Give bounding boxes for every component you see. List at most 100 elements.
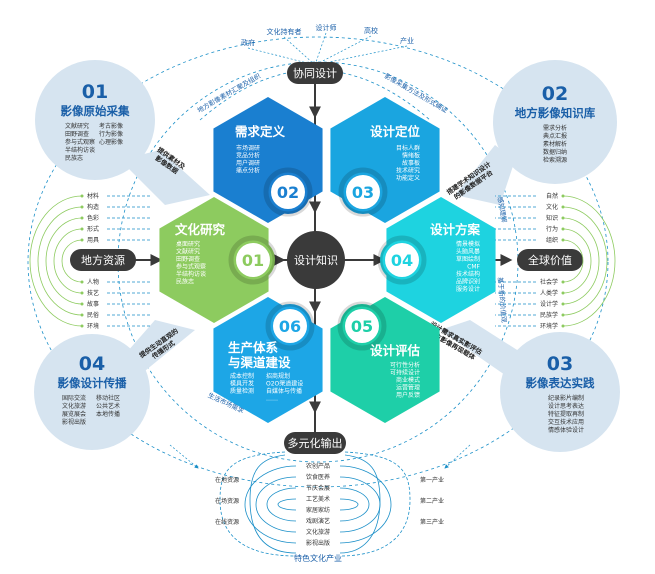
circle-item: 心理影像	[99, 138, 123, 146]
arc-label: 基于新的价值观	[496, 277, 509, 324]
step-number: 04	[391, 251, 413, 270]
circle-item: 需求分析	[543, 124, 567, 132]
output-industry-item: 饮食医养	[306, 473, 330, 481]
hex-item: 情景模拟	[456, 240, 480, 248]
circle-item: 展览展会	[62, 410, 86, 418]
step-badge	[345, 309, 379, 343]
circle-item: 田野调查	[65, 130, 89, 138]
resource-item: 用具	[87, 237, 99, 244]
output-sector-item: 第二产业	[420, 497, 444, 505]
hex-item: 品牌识别	[456, 278, 480, 286]
hex-step-04	[386, 197, 496, 323]
center-label: 设计知识	[294, 253, 338, 267]
arc-label: 感知理解	[496, 196, 509, 224]
output-resource-item: 在场资源	[215, 497, 239, 505]
hex-item: 头脑风暴	[456, 248, 480, 256]
hex-item: 草图绘制	[456, 255, 480, 263]
circle-item: 情感体验设计	[548, 426, 584, 434]
output-resource-item: 在线资源	[215, 518, 239, 526]
step-number: 02	[277, 183, 299, 202]
step-badge	[273, 309, 307, 343]
global-value-node-label: 全球价值	[528, 253, 572, 267]
module-circle-02	[493, 60, 617, 184]
hex-item: 文献研究	[176, 248, 200, 256]
hex-item: 成本控制	[230, 372, 254, 380]
resource-item: 环境	[87, 322, 99, 330]
hex-item: 半结构访谈	[176, 270, 206, 278]
stakeholder-label: 设计师	[316, 23, 337, 32]
hex-item: 目标人群	[396, 144, 420, 152]
resource-item: 构造	[87, 203, 99, 211]
arrow-shape	[440, 320, 525, 375]
output-industry-item: 家居家纺	[306, 506, 330, 514]
resource-item: 民俗	[87, 311, 99, 319]
hex-item: 商业模式	[396, 376, 420, 384]
hex-item: 用户反馈	[396, 391, 420, 399]
hex-item: 自媒体与传播	[266, 387, 302, 395]
module-circle-03	[500, 332, 620, 452]
step-badge	[236, 243, 270, 277]
hex-item: 服务设计	[456, 285, 480, 293]
resource-item: 色彩	[87, 214, 99, 222]
circle-number: 03	[547, 353, 573, 375]
circle-item: 影视出版	[62, 418, 86, 426]
circle-title: 地方影像知识库	[515, 106, 596, 120]
circle-item: 文化旅游	[62, 402, 86, 410]
circle-item: 素材解析	[543, 140, 567, 148]
circle-item: 本地传播	[96, 410, 120, 418]
resource-item: 材料	[87, 192, 99, 200]
resource-item: 技艺	[87, 289, 99, 297]
hex-item: 可行性分析	[390, 361, 420, 369]
stakeholder-label: 文化持有者	[267, 27, 302, 36]
hex-item: ……	[266, 396, 278, 403]
circle-number: 02	[542, 83, 568, 105]
resource-item: 自然	[546, 192, 558, 200]
resource-item: 形式	[87, 225, 99, 233]
collab-design-node-label: 协同设计	[293, 66, 337, 80]
stakeholder-label: 政府	[241, 38, 255, 47]
hex-title: 设计评估	[370, 343, 421, 358]
hex-item: 技术结构	[456, 270, 480, 278]
circle-title: 影像原始采集	[61, 104, 130, 118]
output-industry-item: 戏剧演艺	[306, 517, 330, 525]
resource-item: 社会学	[540, 278, 558, 286]
hex-item: O2O渠道建设	[266, 380, 303, 388]
circle-item: 数据归纳	[543, 148, 567, 156]
resource-item: 故事	[87, 300, 99, 308]
circle-title: 影像设计传播	[58, 376, 127, 390]
output-node	[284, 432, 346, 454]
hex-item: 故事板	[402, 159, 420, 167]
module-circle-04	[34, 334, 150, 450]
output-industry-item: 农创产品	[306, 462, 330, 470]
circle-title: 影像表达实践	[526, 376, 595, 390]
output-node-label: 多元化输出	[288, 436, 343, 450]
hex-item: 可持续设计	[390, 369, 420, 377]
resource-item: 人类学	[540, 289, 558, 297]
hex-title: 与渠道建设	[228, 355, 291, 370]
hex-title: 设计方案	[430, 222, 481, 237]
circle-item: 典点汇报	[543, 132, 567, 140]
circle-number: 01	[82, 81, 108, 103]
hex-item: 招商规划	[266, 372, 290, 380]
hex-title: 需求定义	[235, 124, 286, 139]
circle-item: 文献研究	[65, 122, 89, 130]
step-badge	[346, 175, 380, 209]
step-number: 01	[242, 251, 264, 270]
circle-item: 国际交流	[62, 394, 86, 402]
global-value-node	[517, 249, 583, 271]
circle-item: 参与式观察	[65, 138, 95, 146]
resource-item: 人物	[87, 278, 99, 286]
step-number: 05	[351, 317, 373, 336]
arrow-shape	[120, 150, 210, 205]
resource-item: 民族学	[540, 311, 558, 319]
output-industry-item: 影视出版	[306, 539, 330, 547]
hex-item: 桌面研究	[176, 240, 200, 248]
circle-item: 考古影像	[99, 122, 123, 130]
resource-item: 知识	[546, 214, 558, 222]
output-sector-item: 第一产业	[420, 476, 444, 484]
resource-item: 环境学	[540, 322, 558, 330]
center-node	[287, 231, 345, 289]
step-badge	[271, 175, 305, 209]
hex-title: 文化研究	[175, 222, 226, 237]
